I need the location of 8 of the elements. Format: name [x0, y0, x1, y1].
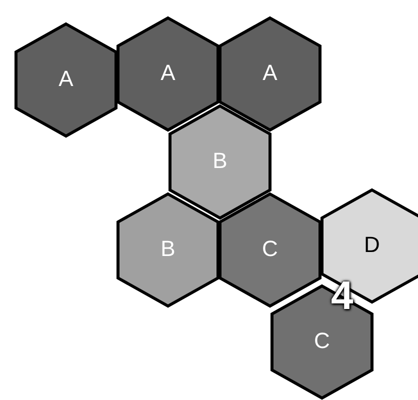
tile-letter: B — [212, 148, 228, 174]
tile-letter: D — [363, 232, 381, 258]
tile-letter: A — [262, 60, 278, 86]
tile-letter: A — [160, 60, 176, 86]
tile-letter: C — [261, 236, 279, 262]
tile-letter: C — [313, 328, 331, 354]
tile-letter: A — [58, 66, 74, 92]
tile-letter: B — [160, 236, 176, 262]
